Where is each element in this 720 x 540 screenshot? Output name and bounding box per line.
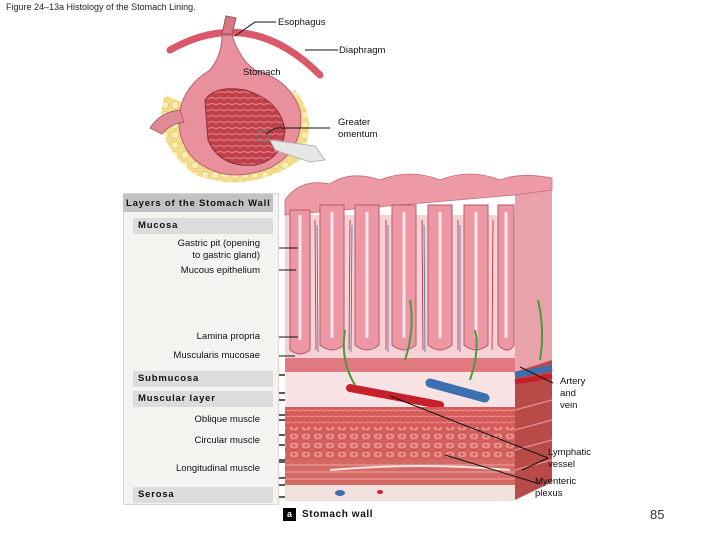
artery-label-2: and [560,388,576,399]
myenteric-label-2: plexus [535,488,563,499]
leader-lines [234,21,554,485]
esophagus-label: Esophagus [278,17,326,28]
longitudinal-muscle-label: Longitudinal muscle [176,463,260,474]
muscular-layer-bar [133,391,273,407]
tissue-block [284,173,553,501]
serosa-bar [133,487,273,503]
layers-panel-header [123,194,273,212]
mucous-epithelium-label: Mucous epithelium [180,265,260,276]
stomach-label: Stomach [243,67,281,78]
diaphragm-label: Diaphragm [339,45,386,56]
stomach-overview [149,15,326,183]
caption-tag: a [283,508,296,521]
caption-text: Stomach wall [302,509,374,520]
mucosa-label: Mucosa [138,220,179,231]
lamina-propria-label: Lamina propria [196,331,260,342]
artery-label-3: vein [560,400,578,411]
serosa-label: Serosa [138,489,175,500]
gastric-pit-label-1: Gastric pit (opening [177,238,260,249]
lymphatic-label-1: Lymphatic [548,447,591,458]
figure-title: Figure 24–13a Histology of the Stomach L… [6,2,196,12]
oblique-muscle-label: Oblique muscle [194,414,260,425]
myenteric-label-1: Myenteric [535,476,577,487]
muscular-layer-label: Muscular layer [138,393,216,404]
page-number: 85 [650,507,665,522]
circular-muscle-label: Circular muscle [194,435,260,446]
submucosa-label: Submucosa [138,373,200,384]
submucosa-bar [133,371,273,387]
greater-omentum-label-2: omentum [338,129,378,140]
greater-omentum-label-1: Greater [338,117,371,128]
layers-panel [123,193,279,505]
gastric-pit-label-2: to gastric gland) [192,250,260,261]
muscularis-mucosae-label: Muscularis mucosae [173,350,260,361]
layers-panel-title: Layers of the Stomach Wall [126,198,271,209]
artery-label-1: Artery [560,376,586,387]
mucosa-bar [133,218,273,234]
lymphatic-label-2: vessel [548,459,575,470]
